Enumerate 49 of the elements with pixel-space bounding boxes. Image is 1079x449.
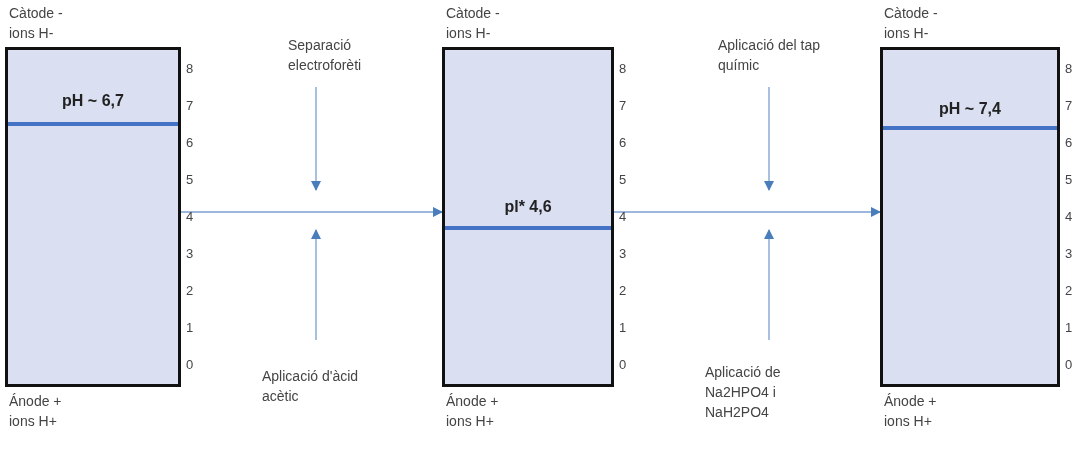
scale-number: 8	[1065, 61, 1073, 76]
scale-number: 0	[1065, 357, 1073, 372]
gel-column	[5, 47, 181, 387]
scale-number: 7	[619, 98, 627, 113]
electrode-label: Càtode - ions H-	[884, 4, 939, 43]
arrow	[311, 86, 321, 191]
scale-number: 8	[619, 61, 627, 76]
scale-number: 2	[619, 283, 627, 298]
scale-number: 1	[186, 320, 194, 335]
scale-number: 7	[186, 98, 194, 113]
ph-value: pH ~ 7,4	[938, 100, 1002, 118]
ph-value: pH ~ 6,7	[61, 92, 125, 110]
step-label: Aplicació del tap químic	[718, 35, 858, 75]
scale-number: 6	[619, 135, 627, 150]
scale-number: 6	[1065, 135, 1073, 150]
scale-number: 5	[1065, 172, 1073, 187]
arrow	[311, 229, 321, 341]
step-label: Aplicació d'àcid acètic	[262, 366, 392, 406]
scale-number: 4	[186, 209, 194, 224]
scale-number: 3	[619, 246, 627, 261]
scale-number: 1	[619, 320, 627, 335]
electrode-label: Ánode + ions H+	[446, 392, 500, 431]
step-label: Aplicació de Na2HPO4 i NaH2PO4	[705, 362, 825, 422]
scale-number: 5	[619, 172, 627, 187]
scale-number: 0	[186, 357, 194, 372]
scale-number: 4	[1065, 209, 1073, 224]
electrode-label: Ánode + ions H+	[9, 392, 63, 431]
scale-number: 4	[619, 209, 627, 224]
scale-number: 3	[186, 246, 194, 261]
step-label: Separació electroforèti	[288, 35, 418, 75]
scale-number: 1	[1065, 320, 1073, 335]
gel-column	[880, 47, 1060, 387]
scale-number: 5	[186, 172, 194, 187]
scale-number: 3	[1065, 246, 1073, 261]
scale-number: 2	[1065, 283, 1073, 298]
arrow	[764, 86, 774, 191]
ph-value: pl* 4,6	[503, 198, 553, 216]
electrode-label: Càtode - ions H-	[9, 4, 64, 43]
electrode-label: Ánode + ions H+	[884, 392, 938, 431]
gel-column	[442, 47, 614, 387]
scale-number: 2	[186, 283, 194, 298]
arrow	[180, 207, 443, 217]
electrode-label: Càtode - ions H-	[446, 4, 501, 43]
arrow	[613, 207, 881, 217]
arrow	[764, 229, 774, 341]
scale-number: 6	[186, 135, 194, 150]
scale-number: 0	[619, 357, 627, 372]
scale-number: 8	[186, 61, 194, 76]
scale-number: 7	[1065, 98, 1073, 113]
